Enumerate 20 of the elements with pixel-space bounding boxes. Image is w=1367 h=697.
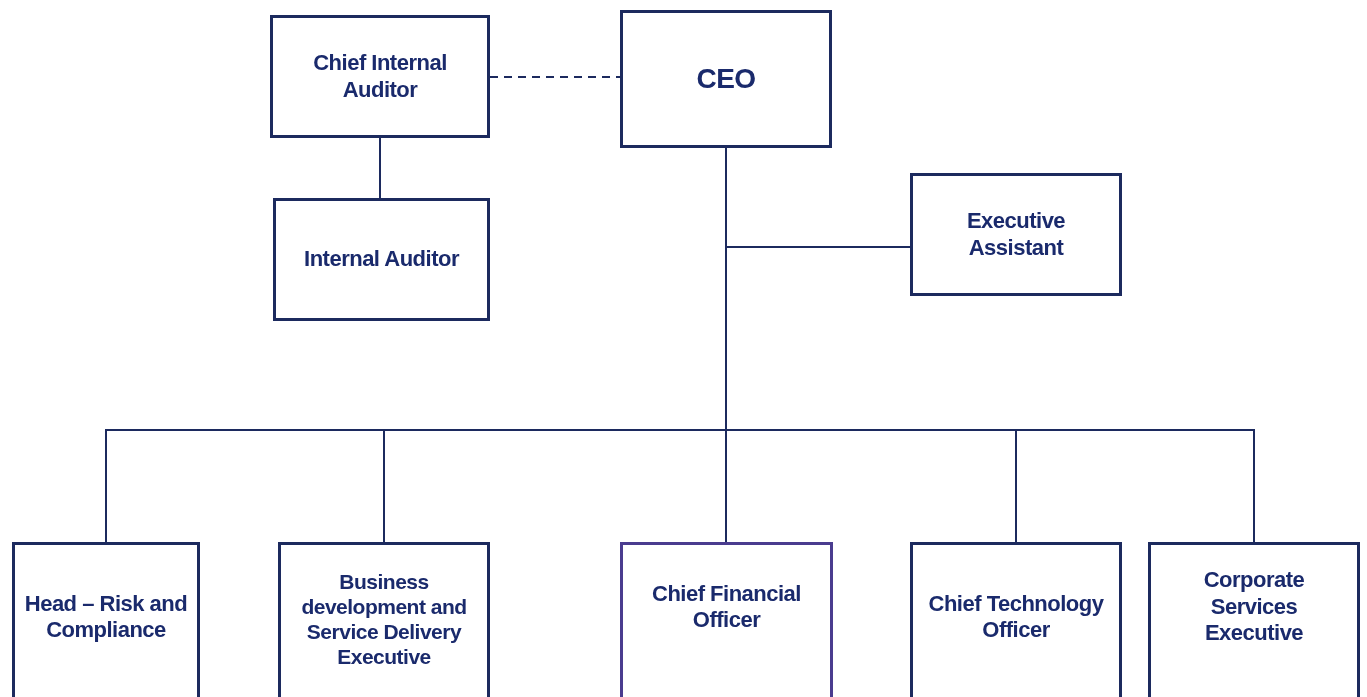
role-box bbox=[620, 542, 833, 697]
role-box bbox=[620, 10, 832, 148]
role-title: Executive Assistant bbox=[965, 208, 1067, 261]
role-title: Chief Financial Officer bbox=[651, 580, 802, 634]
role-box bbox=[273, 198, 490, 321]
role-title: Chief Technology Officer bbox=[927, 590, 1105, 644]
role-title: Corporate Services Executive bbox=[1202, 567, 1306, 647]
role-title: Internal Auditor bbox=[304, 246, 459, 273]
role-title: CEO bbox=[696, 62, 756, 96]
role-box bbox=[278, 542, 490, 697]
role-title: Business development and Service Delivery Executive bbox=[300, 568, 468, 670]
role-box bbox=[910, 173, 1122, 296]
role-title: Chief Internal Auditor bbox=[312, 50, 448, 103]
role-title: Head – Risk and Compliance bbox=[23, 590, 189, 644]
role-box bbox=[910, 542, 1122, 697]
dashed-connector bbox=[489, 76, 621, 78]
role-box bbox=[12, 542, 200, 697]
role-box bbox=[1148, 542, 1360, 697]
connector-line bbox=[379, 137, 381, 199]
role-box bbox=[270, 15, 490, 138]
